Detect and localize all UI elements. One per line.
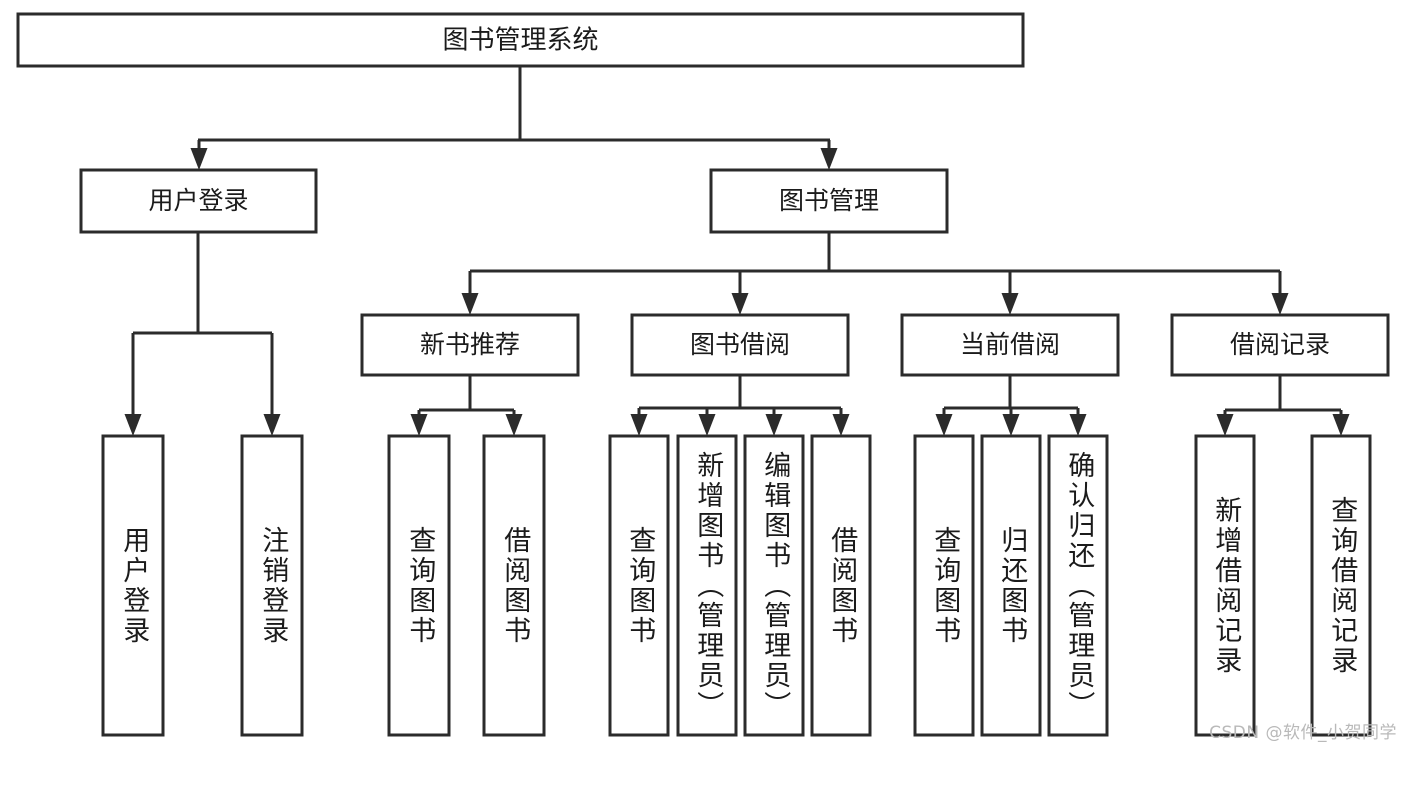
arrow-head-icon [124,414,142,436]
node-label: 当前借阅 [960,330,1060,359]
node-user-login[interactable] [79,168,318,234]
arrow-head-icon [1271,293,1289,315]
diagram-canvas: 图书管理系统用户登录图书管理新书推荐图书借阅当前借阅借阅记录 用户登录注销登录查… [16,12,1397,743]
node-leaf-borrow-book-rec[interactable] [482,434,546,737]
node-layer [16,12,1390,737]
arrow-head-icon [731,293,749,315]
node-current-borrow[interactable] [900,313,1120,377]
arrow-head-icon [263,414,281,436]
node-leaf-query-book-rec[interactable] [387,434,451,737]
node-borrow-record[interactable] [1170,313,1390,377]
node-leaf-add-book[interactable] [676,434,738,737]
arrow-head-icon [505,414,523,436]
node-label: 借阅记录 [1230,330,1330,359]
node-leaf-query-record[interactable] [1310,434,1372,737]
node-leaf-return-book[interactable] [980,434,1042,737]
arrow-head-icon [1069,414,1087,436]
arrow-head-icon [1002,414,1020,436]
node-leaf-logout[interactable] [240,434,304,737]
node-leaf-query-book-cur[interactable] [913,434,975,737]
arrow-head-icon [461,293,479,315]
arrow-head-icon [630,414,648,436]
arrow-head-icon [935,414,953,436]
node-leaf-borrow-book[interactable] [810,434,872,737]
arrow-head-icon [1332,414,1350,436]
node-label: 图书管理系统 [442,26,598,56]
node-root[interactable] [16,12,1025,68]
node-book-borrow[interactable] [630,313,850,377]
node-label: 新书推荐 [420,330,520,359]
arrow-head-icon [698,414,716,436]
node-leaf-query-book[interactable] [608,434,670,737]
connector-layer [124,66,1350,436]
node-label: 图书管理 [779,186,879,215]
node-leaf-add-record[interactable] [1194,434,1256,737]
node-leaf-user-login[interactable] [101,434,165,737]
node-label: 用户登录 [148,186,248,215]
arrow-head-icon [832,414,850,436]
arrow-head-icon [410,414,428,436]
node-book-manage[interactable] [709,168,949,234]
arrow-head-icon [1001,293,1019,315]
arrow-head-icon [190,148,208,170]
node-label: 图书借阅 [690,330,790,359]
arrow-head-icon [765,414,783,436]
watermark-credit: CSDN @软件_小贺同学 [1209,723,1397,743]
node-new-book-rec[interactable] [360,313,580,377]
node-leaf-edit-book[interactable] [743,434,805,737]
arrow-head-icon [820,148,838,170]
node-leaf-confirm-return[interactable] [1047,434,1109,737]
arrow-head-icon [1216,414,1234,436]
